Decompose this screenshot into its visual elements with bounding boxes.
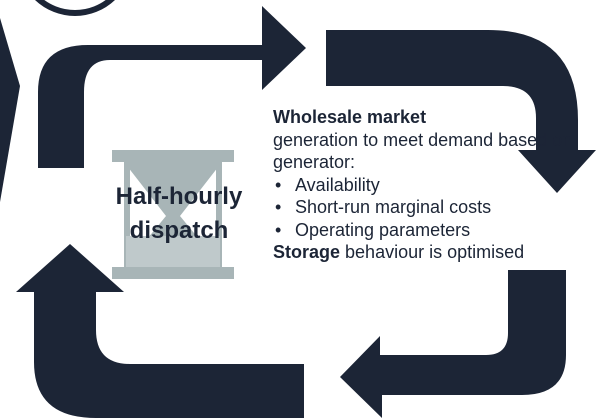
list-item: • Operating parameters bbox=[273, 219, 573, 242]
storage-text: behaviour is optimised bbox=[340, 242, 525, 262]
cycle-center-label: Half-hourly dispatch bbox=[96, 180, 262, 248]
bullet-icon: • bbox=[275, 197, 282, 217]
generator-criteria-list: •Availability •Short-run marginal costs … bbox=[273, 174, 573, 242]
cycle-label-line1: Half-hourly bbox=[115, 183, 243, 210]
wholesale-market-text: generation to meet demand based on gener… bbox=[273, 129, 573, 173]
top-circle-outline bbox=[35, 0, 115, 16]
bullet-icon: • bbox=[275, 219, 282, 240]
cycle-label-line2: dispatch bbox=[129, 217, 229, 244]
storage-heading: Storage bbox=[273, 242, 341, 262]
list-item: • Availability bbox=[273, 174, 573, 197]
list-item-label: Short-run marginal costs bbox=[295, 197, 492, 217]
list-item: • Short-run marginal costs bbox=[273, 196, 573, 219]
previous-step-chevron bbox=[0, 18, 20, 202]
bullet-icon: • bbox=[275, 174, 282, 195]
cycle-arrow-top-left bbox=[38, 6, 306, 168]
cycle-arrow-top-right bbox=[326, 30, 596, 193]
cycle-arrow-bottom-left bbox=[16, 244, 304, 418]
list-item-label: Availability bbox=[295, 174, 380, 195]
cycle-arrow-bottom-right bbox=[340, 270, 566, 418]
storage-paragraph: Storage behaviour is optimised bbox=[273, 241, 573, 264]
wholesale-market-paragraph: Wholesale market generation to meet dema… bbox=[273, 106, 573, 174]
wholesale-market-heading: Wholesale market bbox=[273, 107, 427, 127]
hourglass-icon bbox=[112, 150, 234, 279]
dispatch-description: Wholesale market generation to meet dema… bbox=[273, 106, 573, 264]
list-item-label: Operating parameters bbox=[295, 219, 471, 240]
